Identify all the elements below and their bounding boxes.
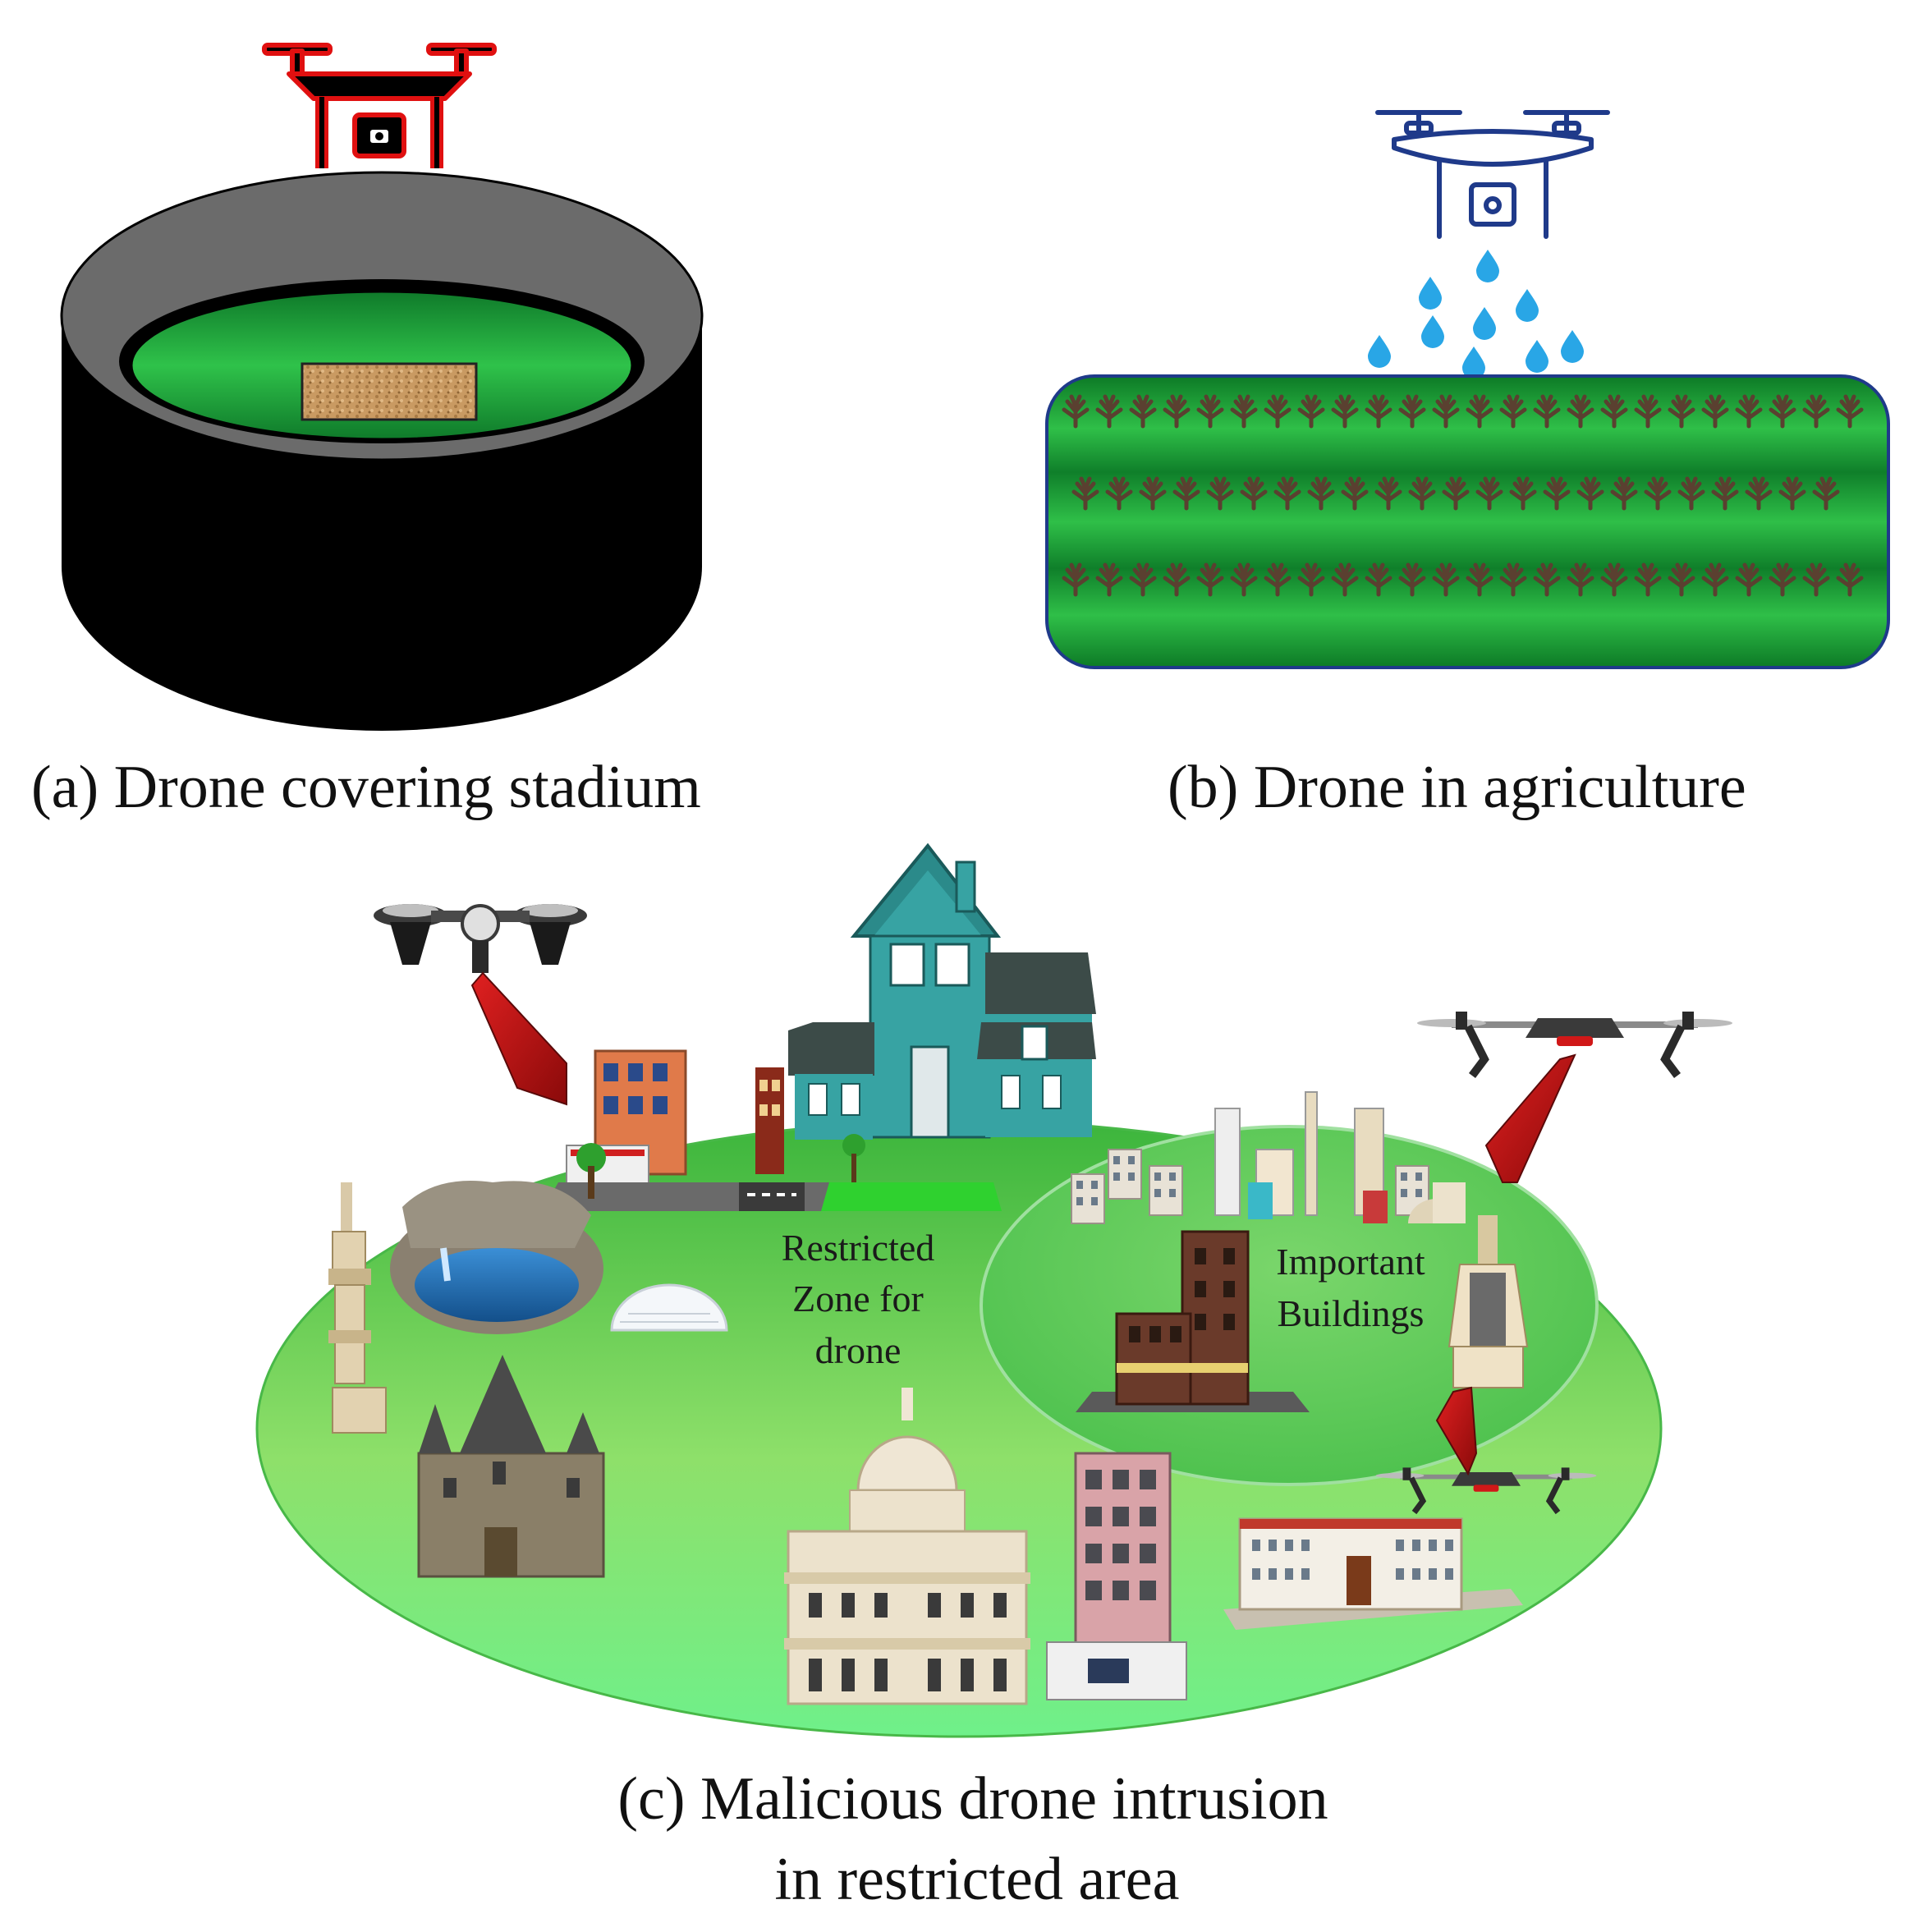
panel-a-caption: (a) Drone covering stadium bbox=[31, 754, 701, 821]
drone-icon bbox=[374, 904, 587, 973]
pond-icon bbox=[390, 1181, 603, 1334]
drone-icon bbox=[1417, 1012, 1732, 1076]
panel-a-stadium: (a) Drone covering stadium bbox=[31, 43, 704, 821]
drone-icon bbox=[262, 43, 497, 168]
tower-icon bbox=[328, 1182, 387, 1434]
building-icon bbox=[1046, 1452, 1187, 1700]
panel-c-caption-line2: in restricted area bbox=[774, 1846, 1179, 1913]
intrusion-beam bbox=[470, 971, 1576, 1476]
agriculture-field bbox=[1045, 374, 1890, 669]
tower-icon bbox=[1448, 1215, 1529, 1388]
panel-b-caption: (b) Drone in agriculture bbox=[1168, 754, 1746, 821]
important-buildings-label-line2: Buildings bbox=[1278, 1292, 1425, 1334]
drone-icon bbox=[1375, 110, 1610, 239]
igloo-icon bbox=[610, 1283, 728, 1332]
building-icon bbox=[1071, 1091, 1466, 1224]
castle-icon bbox=[417, 1355, 605, 1578]
restricted-zone-label-line2: Zone for bbox=[792, 1278, 924, 1319]
water-drop-icon bbox=[1368, 250, 1584, 379]
building-icon bbox=[1076, 1230, 1310, 1412]
house-icon bbox=[788, 842, 1096, 1140]
capitol-icon bbox=[784, 1388, 1030, 1705]
restricted-zone-label-line3: drone bbox=[815, 1329, 902, 1371]
important-buildings-label-line1: Important bbox=[1276, 1241, 1425, 1283]
panel-b-agriculture: (b) Drone in agriculture bbox=[1045, 110, 1890, 821]
panel-c-caption-line1: (c) Malicious drone intrusion bbox=[617, 1765, 1328, 1833]
panel-c-restricted-area: Restricted Zone for drone Important Buil… bbox=[255, 842, 1732, 1913]
stadium-pitch bbox=[301, 362, 478, 421]
restricted-zone-label-line1: Restricted bbox=[782, 1227, 935, 1269]
building-icon bbox=[542, 1049, 1002, 1211]
building-icon bbox=[1223, 1517, 1523, 1630]
